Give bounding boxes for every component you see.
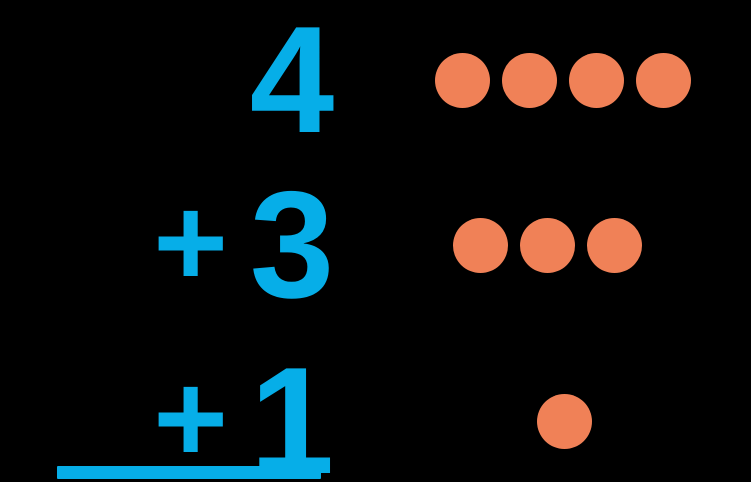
addend-digit-row-2: 3 xyxy=(249,160,335,330)
counter-dot xyxy=(587,218,642,273)
counter-group-row-1 xyxy=(435,53,691,108)
counter-group-row-3 xyxy=(537,394,592,449)
operator-symbol-row-2: + xyxy=(153,171,228,314)
addition-row-2: + 3 xyxy=(0,165,340,325)
addend-digit-row-1: 4 xyxy=(249,0,335,165)
counter-group-row-2 xyxy=(453,218,642,273)
answer-rule-line xyxy=(57,466,321,479)
addition-row-3: + 1 xyxy=(0,341,340,482)
counter-dot xyxy=(435,53,490,108)
addition-row-1: 4 xyxy=(0,0,340,160)
counter-dot xyxy=(569,53,624,108)
counter-dot xyxy=(537,394,592,449)
addend-digit-row-3: 1 xyxy=(249,336,335,482)
operator-symbol-row-3: + xyxy=(153,347,228,482)
counter-dot xyxy=(520,218,575,273)
counter-dot xyxy=(636,53,691,108)
counter-dot xyxy=(453,218,508,273)
counter-dot xyxy=(502,53,557,108)
